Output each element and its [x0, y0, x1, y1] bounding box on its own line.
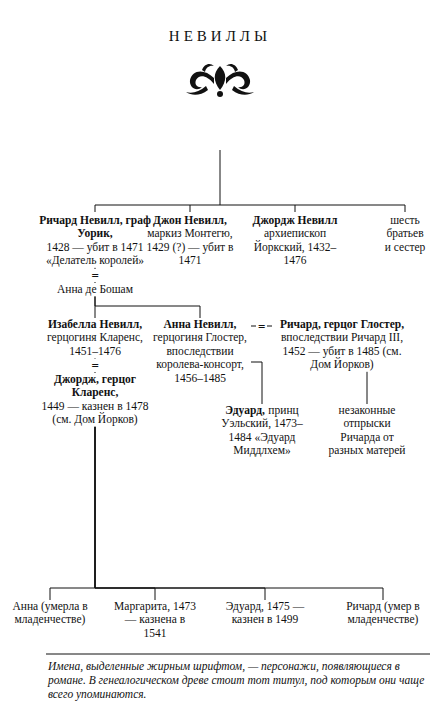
person-details: 1449 — казнен в 1478 (см. Дом Йорков) [41, 400, 149, 427]
person-name: Джон Невилл, [145, 214, 235, 227]
person-details: Ричард (умер в младенчестве) [342, 600, 424, 627]
person-details: герцогиня Глостер, впоследствии королева… [149, 331, 251, 385]
person-details: герцогиня Кларенс, 1451–1476 [41, 331, 149, 358]
person-entry: Маргарита, 1473 — казнена в 1541 [114, 600, 196, 640]
person-name: Ричард Невилл, граф Уорик, [39, 214, 151, 241]
sibling-bracket [95, 150, 405, 212]
page-caption: Имена, выделенные жирным шрифтом, — перс… [48, 660, 432, 701]
ornament [186, 64, 254, 97]
person-name: Эдуард, [225, 404, 265, 416]
person-entry: Джон Невилл,маркиз Монтегю, 1429 (?) — у… [145, 214, 235, 268]
caption-rule [46, 654, 430, 655]
page-title: НЕВИЛЛЫ [0, 28, 440, 45]
person-entry: Ричард (умер в младенчестве) [342, 600, 424, 627]
person-name: Ричард, герцог Глостер, [272, 318, 412, 331]
family-line [95, 427, 155, 600]
person-details: Анна де Бошам [49, 283, 141, 296]
person-details: шесть братьев и сестер [382, 214, 428, 254]
person-details: впоследствии Ричард III, 1452 — убит в 1… [272, 331, 412, 371]
person-details: незаконные отпрыски Ричарда от разных ма… [327, 404, 407, 458]
person-details: 1428 — убит в 1471 «Делатель королей» [39, 241, 151, 268]
person-name: Анна Невилл, [149, 318, 251, 331]
person-entry: Ричард, герцог Глостер,впоследствии Рича… [272, 318, 412, 372]
person-details: Эдуард, 1475 — казнен в 1499 [224, 600, 306, 627]
person-name: Изабелла Невилл, [41, 318, 149, 331]
person-entry: шесть братьев и сестер [382, 214, 428, 254]
family-line [251, 362, 262, 404]
person-entry: Анна де Бошам [49, 283, 141, 296]
family-line [367, 372, 368, 404]
person-entry: Анна Невилл,герцогиня Глостер, впоследст… [149, 318, 251, 385]
person-entry: Анна (умерла в младенчестве) [9, 600, 91, 627]
person-entry: Эдуард,принц Уэльский, 1473–1484 «Эдуард… [212, 404, 312, 458]
person-entry: незаконные отпрыски Ричарда от разных ма… [327, 404, 407, 458]
person-entry: Джордж, герцог Кларенс,1449 — казнен в 1… [41, 373, 149, 427]
person-details: Анна (умерла в младенчестве) [9, 600, 91, 627]
person-entry: Ричард Невилл, граф Уорик,1428 — убит в … [39, 214, 151, 268]
person-name: Джордж Невилл [247, 214, 343, 227]
person-details: Маргарита, 1473 — казнена в 1541 [114, 600, 196, 640]
marriage-sign: = [90, 269, 101, 282]
person-entry: Эдуард, 1475 — казнен в 1499 [224, 600, 306, 627]
person-details: архиепископ Йоркский, 1432–1476 [247, 227, 343, 267]
family-line [50, 427, 95, 600]
person-details: маркиз Монтегю, 1429 (?) — убит в 1471 [145, 227, 235, 267]
marriage-sign: = [256, 320, 267, 333]
family-line [95, 296, 200, 318]
person-entry: Изабелла Невилл,герцогиня Кларенс, 1451–… [41, 318, 149, 358]
marriage-sign: = [90, 359, 101, 372]
person-name: Джордж, герцог Кларенс, [41, 373, 149, 400]
person-entry: Джордж Невиллархиепископ Йоркский, 1432–… [247, 214, 343, 268]
